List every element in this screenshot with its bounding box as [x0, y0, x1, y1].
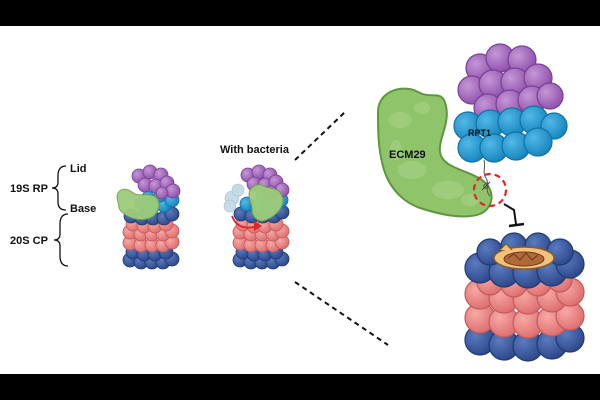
tether-line: [483, 159, 491, 197]
cp-zoom: [464, 232, 585, 362]
ecm29-label: ECM29: [389, 149, 426, 161]
ecm29-shape: [248, 184, 284, 222]
rotation-arrowhead-icon: [254, 221, 262, 231]
lid-label: Lid: [70, 163, 87, 175]
interaction-highlight-circle: [472, 172, 508, 208]
gate-flap: [499, 243, 513, 251]
rp-label: 19S RP: [10, 183, 48, 195]
ecm29-shape: [116, 188, 160, 221]
with-bacteria-label: With bacteria: [220, 144, 290, 156]
gate-channel: [507, 252, 539, 261]
inhibition-icon: [503, 203, 517, 225]
ecm29-zoom: ECM29: [376, 87, 493, 218]
gate-pore: [503, 251, 545, 267]
inhibition-bar-icon: [508, 222, 525, 228]
bracket-icon: [53, 213, 69, 267]
rp-zoom: RPT1: [453, 43, 568, 228]
zoom-line-bottom: [294, 281, 389, 346]
base-label: Base: [70, 203, 96, 215]
cleavage-icon: [481, 181, 491, 191]
cp-label: 20S CP: [10, 235, 48, 247]
bracket-icon: [51, 165, 67, 211]
proteasome-normal: [116, 164, 181, 270]
rpt1-label: RPT1: [468, 128, 491, 138]
zoom-line-top: [294, 111, 346, 161]
proteasome-with-bacteria: [223, 164, 290, 270]
